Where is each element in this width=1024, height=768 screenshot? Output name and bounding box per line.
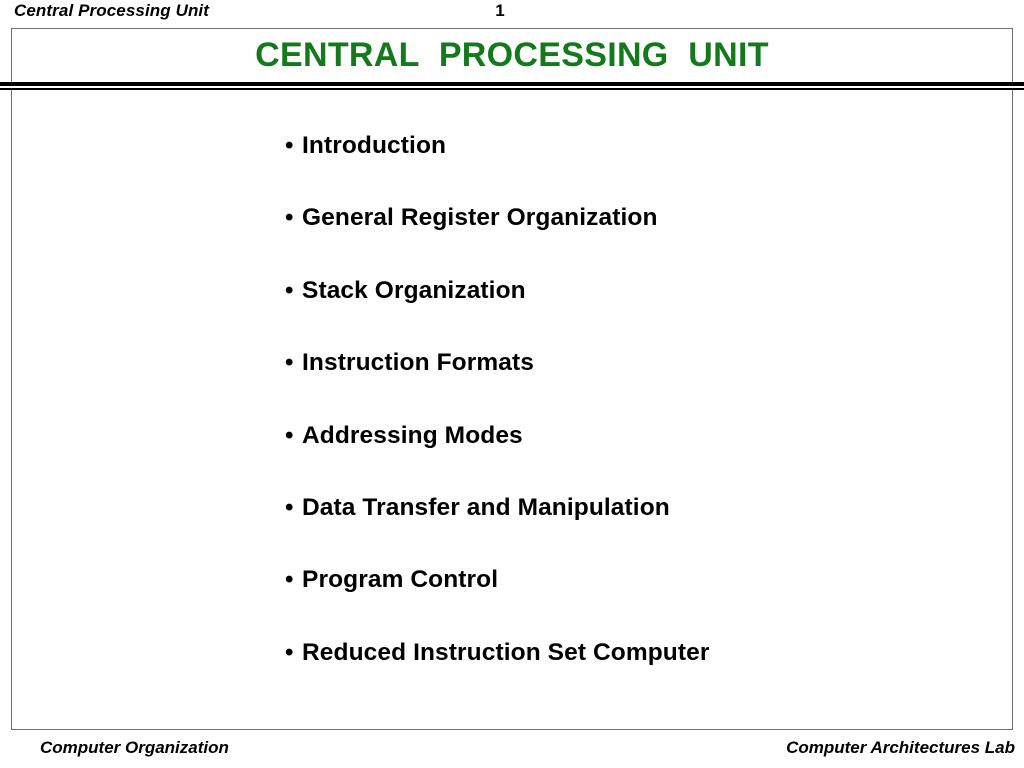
bullet-label: Data Transfer and Manipulation: [302, 493, 670, 521]
bullet-item-general-register-organization: • General Register Organization: [285, 203, 985, 275]
divider-gap: [0, 86, 1024, 88]
page-number: 1: [495, 1, 505, 20]
bullet-item-data-transfer-and-manipulation: • Data Transfer and Manipulation: [285, 493, 985, 565]
bullet-dot-icon: •: [285, 493, 294, 521]
slide-footer: Computer Organization Computer Architect…: [0, 738, 1024, 768]
bullet-label: Introduction: [302, 132, 447, 159]
bullet-item-instruction-formats: • Instruction Formats: [285, 348, 985, 420]
divider-thick-line: [0, 82, 1024, 86]
bullet-dot-icon: •: [285, 566, 294, 594]
bullet-label: Instruction Formats: [302, 349, 534, 377]
bullet-dot-icon: •: [285, 132, 294, 159]
bullet-label: Addressing Modes: [302, 421, 523, 449]
slide-title: CENTRAL PROCESSING UNIT: [255, 36, 769, 74]
bullet-label: General Register Organization: [302, 204, 658, 232]
bullet-item-reduced-instruction-set-computer: • Reduced Instruction Set Computer: [285, 638, 985, 710]
bullet-item-introduction: • Introduction: [285, 131, 985, 203]
bullet-dot-icon: •: [285, 349, 294, 377]
footer-left-text: Computer Organization: [40, 738, 229, 757]
bullet-item-stack-organization: • Stack Organization: [285, 276, 985, 348]
bullet-dot-icon: •: [285, 276, 294, 304]
bullet-label: Stack Organization: [302, 276, 526, 304]
bullet-dot-icon: •: [285, 638, 294, 666]
divider-thin-line: [0, 88, 1024, 90]
bullet-item-addressing-modes: • Addressing Modes: [285, 421, 985, 493]
bullet-label: Program Control: [302, 566, 499, 594]
bullet-item-program-control: • Program Control: [285, 565, 985, 637]
bullet-dot-icon: •: [285, 421, 294, 449]
slide-frame: [11, 28, 1013, 730]
footer-right-text: Computer Architectures Lab: [786, 738, 1015, 757]
bullet-label: Reduced Instruction Set Computer: [302, 638, 710, 666]
header-title: Central Processing Unit: [14, 1, 210, 20]
slide-running-header: Central Processing Unit 1: [0, 0, 1024, 26]
title-divider-rule: [0, 82, 1024, 92]
bullet-dot-icon: •: [285, 204, 294, 232]
topic-bullet-list: • Introduction • General Register Organi…: [285, 131, 985, 710]
